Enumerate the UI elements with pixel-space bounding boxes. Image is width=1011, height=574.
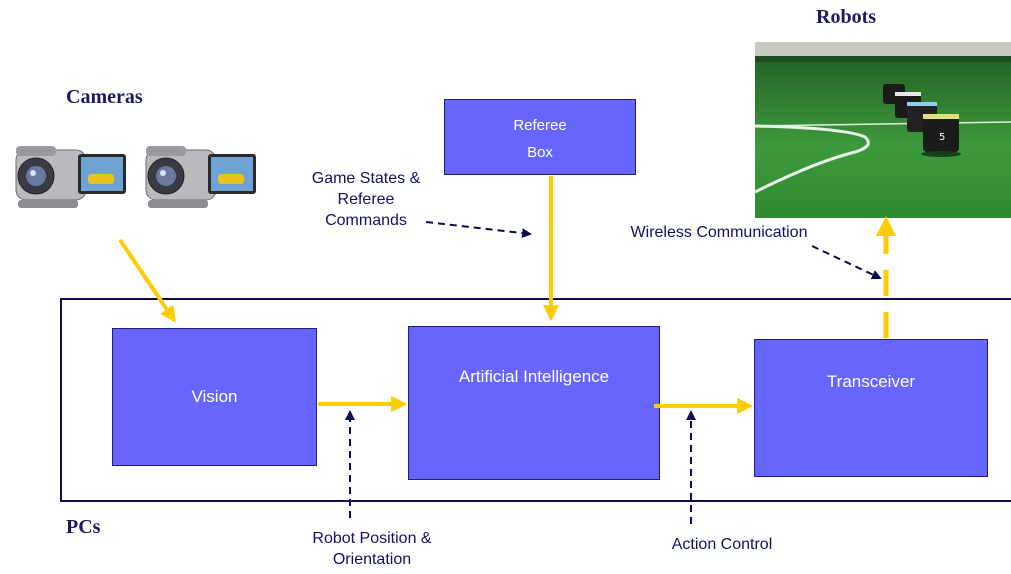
robot-soccer-photo-icon: 5 <box>755 42 1011 194</box>
ai-block: Artificial Intelligence <box>408 326 660 480</box>
referee-box-line2: Box <box>527 144 553 161</box>
camcorder-icon <box>15 146 126 208</box>
wireless-pointer <box>811 245 882 280</box>
vision-block: Vision <box>112 328 317 466</box>
pcs-title: PCs <box>66 516 101 538</box>
game-states-line3: Commands <box>325 212 407 229</box>
robots-photo: 5 <box>755 42 1011 218</box>
camcorder-icon <box>145 146 256 208</box>
robot-position-line1: Robot Position & <box>312 530 432 547</box>
transceiver-block: Transceiver <box>754 339 988 477</box>
camera-left-icon <box>8 128 132 228</box>
svg-text:5: 5 <box>939 132 945 143</box>
game-states-line2: Referee <box>337 191 395 208</box>
ai-label: Artificial Intelligence <box>458 367 610 386</box>
robot-position-label: Robot Position & Orientation <box>282 528 462 570</box>
transceiver-label: Transceiver <box>826 372 916 391</box>
game-states-label: Game States & Referee Commands <box>286 168 446 231</box>
game-states-pointer <box>425 221 532 239</box>
referee-box-line1: Referee <box>513 117 567 134</box>
referee-box: Referee Box <box>444 99 636 175</box>
vision-label: Vision <box>191 387 238 406</box>
cameras-title: Cameras <box>66 86 143 108</box>
wireless-label: Wireless Communication <box>630 224 808 241</box>
robot-position-line2: Orientation <box>332 551 412 568</box>
action-control-label: Action Control <box>671 536 773 553</box>
camera-right-icon <box>138 128 262 228</box>
pcs-frame <box>60 298 1011 502</box>
camera-to-vision-arrow <box>118 238 176 323</box>
robots-title: Robots <box>816 6 877 28</box>
game-states-line1: Game States & <box>311 170 421 187</box>
